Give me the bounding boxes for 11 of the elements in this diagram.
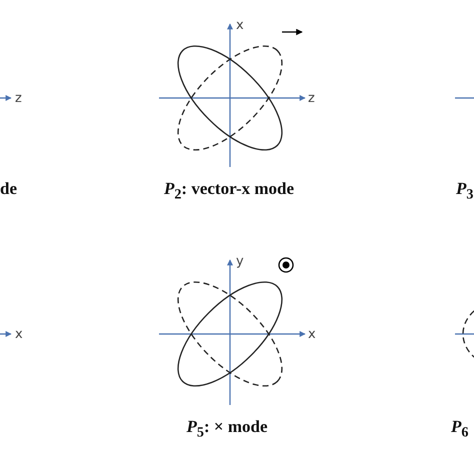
mode-caption: P$_{3}$ bbox=[456, 180, 474, 202]
axis-label: y bbox=[236, 255, 244, 268]
mode-caption: P$_{5}$: × mode bbox=[186, 418, 268, 440]
axis-label: x bbox=[308, 328, 316, 341]
axis-label: z bbox=[308, 92, 315, 105]
axis-label: x bbox=[15, 328, 23, 341]
mode-caption: P$_{2}$: vector-x mode bbox=[164, 180, 294, 202]
axis-label: z bbox=[15, 92, 22, 105]
mode-caption: P$_{6}$ bbox=[451, 418, 468, 440]
axis-label: x bbox=[236, 19, 244, 32]
mode-caption: de bbox=[0, 180, 17, 197]
